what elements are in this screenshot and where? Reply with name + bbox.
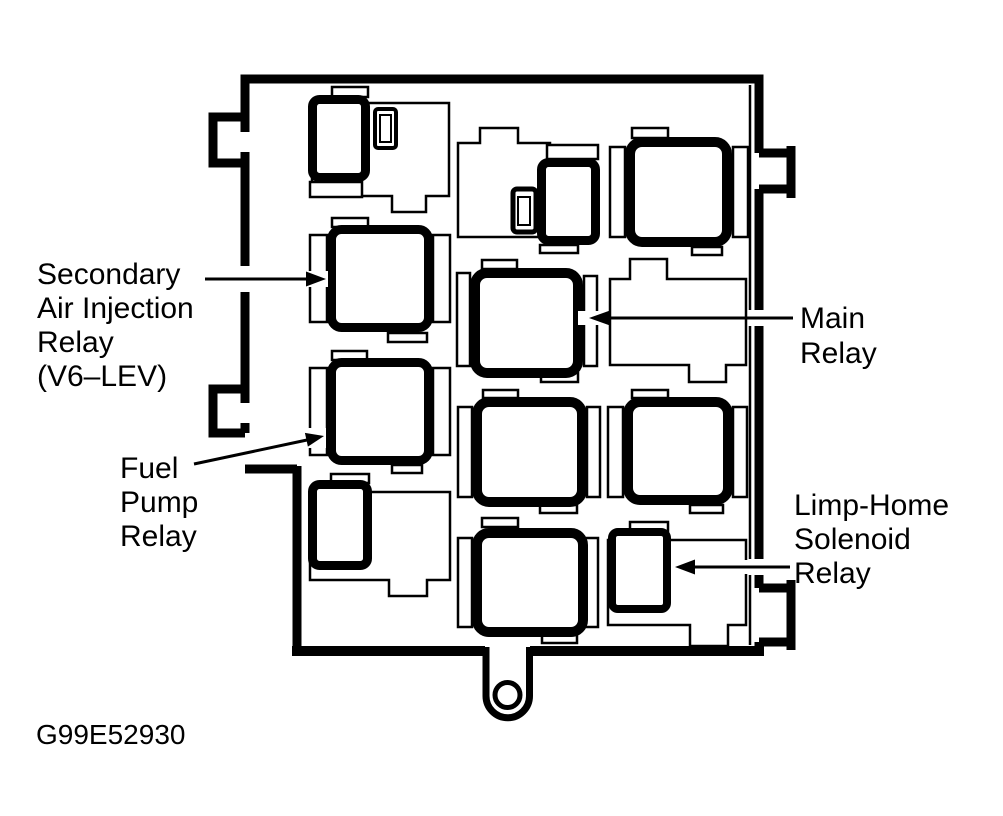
fuse-box-outline [208, 74, 796, 722]
relay-secondary-air-injection [327, 225, 433, 332]
label-line: Air Injection [37, 292, 194, 325]
main-relay-label: Main Relay [800, 301, 877, 371]
relay-limp-home-solenoid [608, 528, 671, 613]
relay-center [472, 397, 587, 507]
relay-center-right [623, 397, 733, 505]
relays [308, 95, 733, 637]
relay-top-left-small [308, 95, 370, 182]
figure-code: G99E52930 [36, 719, 186, 750]
relay-top-right-large [625, 137, 732, 247]
fuel-pump-relay-label: Fuel Pump Relay [120, 452, 198, 554]
label-line: Relay [794, 557, 871, 590]
label-line: Pump [120, 486, 199, 519]
label-line: Relay [37, 326, 114, 359]
mounting-hole [492, 680, 523, 710]
connector-block-center [510, 186, 539, 235]
mounting-tongue [482, 647, 533, 722]
label-line: Secondary [37, 258, 181, 291]
relay-bottom-center [472, 528, 588, 637]
relay-bottom-left-small [308, 480, 372, 570]
label-line: Relay [120, 520, 197, 553]
relay-fuel-pump [327, 358, 433, 465]
label-line: Main [800, 302, 866, 335]
socket-right-empty [608, 257, 748, 384]
secondary-air-injection-relay-label: Secondary Air Injection Relay (V6–LEV) [37, 258, 194, 394]
secondary-air-injection-arrow [205, 271, 326, 287]
relay-main [470, 268, 583, 378]
main-relay-arrow [589, 310, 793, 326]
limp-home-arrow [675, 559, 790, 575]
label-line: (V6–LEV) [37, 360, 168, 393]
label-line: Relay [800, 337, 877, 370]
label-line: Limp-Home [794, 489, 950, 522]
connector-block-top-left [373, 107, 398, 150]
label-line: Solenoid [794, 523, 911, 556]
callout-arrows [193, 271, 793, 575]
limp-home-solenoid-relay-label: Limp-Home Solenoid Relay [794, 489, 949, 591]
relay-top-center-medium [537, 158, 600, 245]
label-line: Fuel [120, 452, 179, 485]
fuel-pump-arrow [193, 432, 324, 466]
